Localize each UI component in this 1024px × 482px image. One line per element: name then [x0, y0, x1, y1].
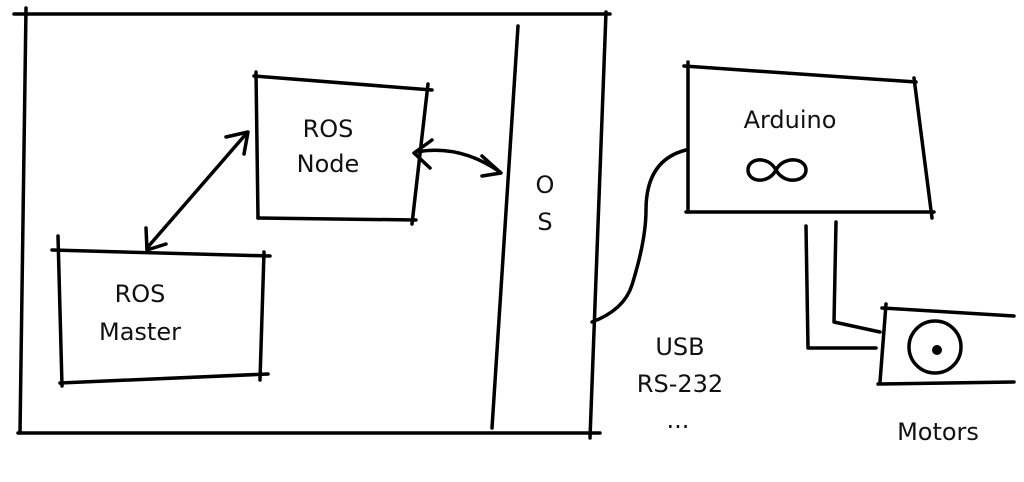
motor-icon: [907, 319, 963, 375]
motors-box: Motors: [876, 302, 1016, 446]
infinity-icon: [746, 158, 808, 182]
ros-node-label-line1: ROS: [303, 115, 354, 143]
master-node-arrow: [144, 130, 250, 252]
ros-node-box: ROS Node: [252, 70, 434, 226]
os-layer: O S: [490, 24, 555, 430]
computer-frame: [12, 6, 612, 440]
arduino-label: Arduino: [744, 106, 837, 134]
connection-label-line3: ...: [667, 406, 690, 434]
ros-master-label-line1: ROS: [115, 280, 166, 308]
usb-cable: USB RS-232 ...: [590, 148, 723, 434]
motor-wires: [804, 220, 882, 350]
connection-label-line2: RS-232: [637, 370, 723, 398]
ros-node-label-line2: Node: [297, 150, 360, 178]
os-label-line2: S: [537, 208, 552, 236]
motors-label: Motors: [897, 418, 979, 446]
os-label-line1: O: [536, 171, 555, 199]
ros-master-label-line2: Master: [99, 318, 181, 346]
connection-label-line1: USB: [655, 333, 704, 361]
motor-shaft-icon: [932, 345, 942, 355]
arduino-box: Arduino: [682, 60, 936, 220]
ros-master-box: ROS Master: [50, 234, 272, 388]
node-os-arrow: [412, 138, 503, 178]
